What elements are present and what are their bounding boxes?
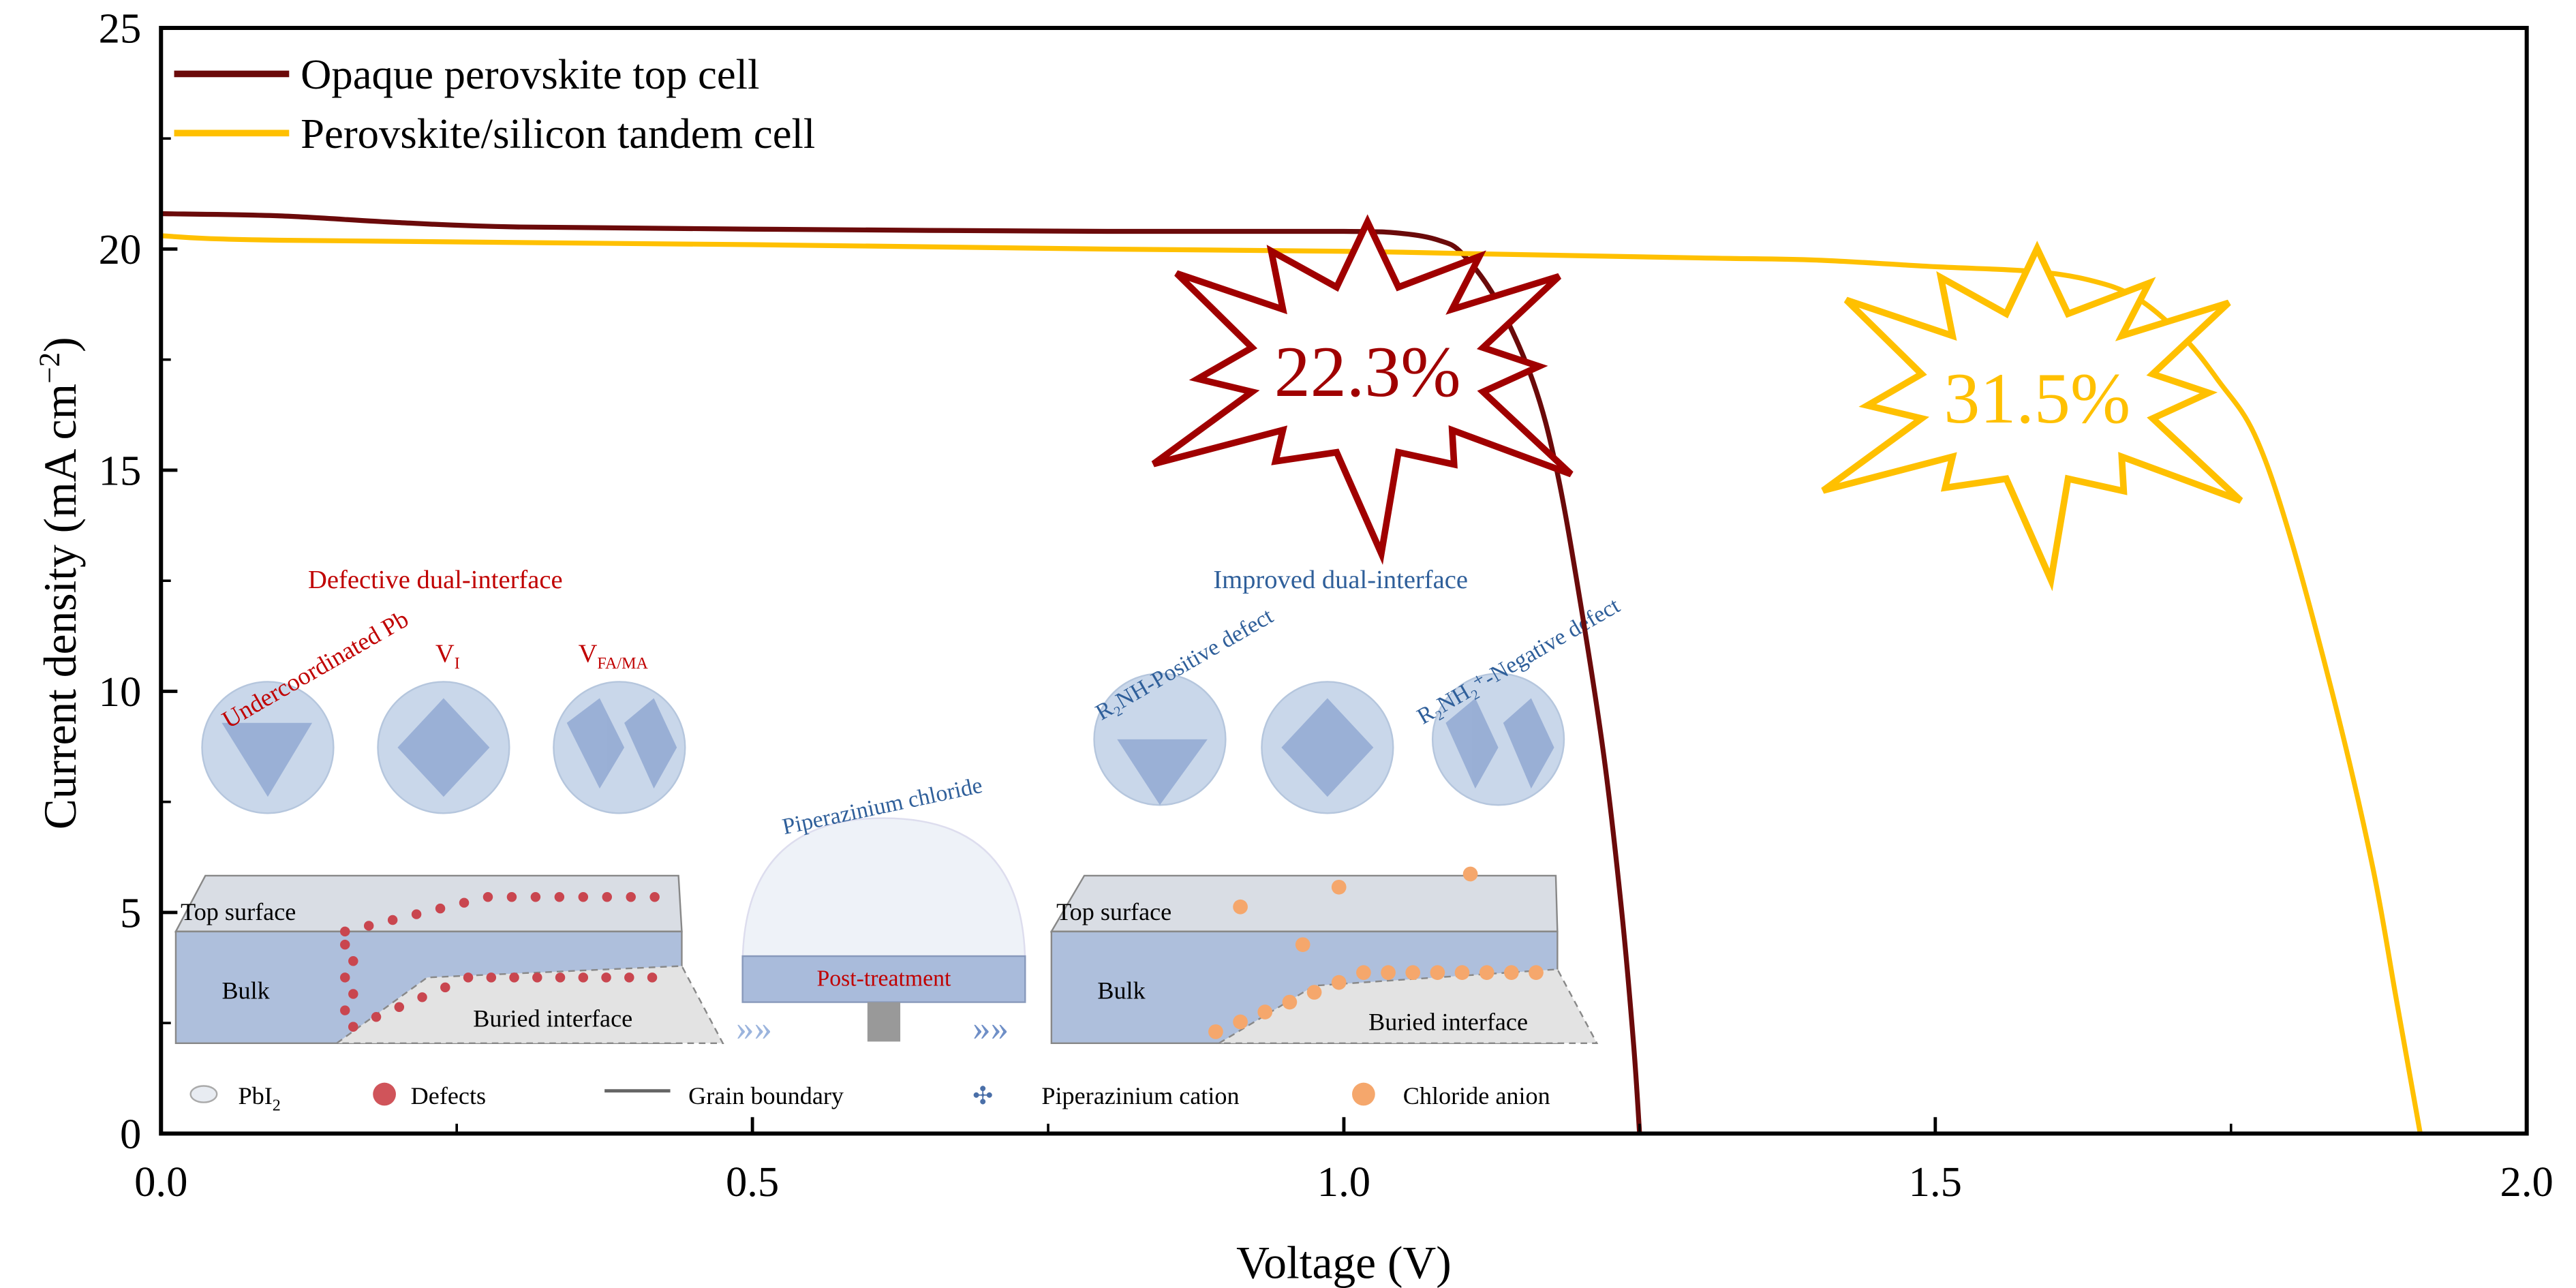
- chloride-dot: [1529, 965, 1544, 980]
- chloride-dot: [1504, 965, 1519, 980]
- chloride-dot: [1331, 879, 1347, 895]
- defect-dot: [340, 972, 350, 983]
- inset-illustration: Defective dual-interface Improved dual-i…: [174, 566, 1625, 1115]
- defect-dot: [348, 989, 358, 999]
- post-treatment-label: Post-treatment: [817, 966, 951, 991]
- y-tick-label: 5: [120, 889, 141, 937]
- defect-dot: [647, 972, 658, 983]
- x-tick-label: 1.0: [1317, 1158, 1370, 1206]
- efficiency-starburst-tandem: [1821, 241, 2243, 592]
- legend-grain: Grain boundary: [688, 1082, 844, 1109]
- buried-label-right: Buried interface: [1368, 1009, 1528, 1036]
- pbi2-icon: [189, 1085, 218, 1103]
- legend-label-tandem: Perovskite/silicon tandem cell: [301, 110, 815, 157]
- efficiency-starburst-top-cell: [1151, 214, 1574, 565]
- chloride-dot: [1306, 985, 1322, 1000]
- defect-dot: [509, 972, 519, 983]
- chloride-dot: [1282, 994, 1298, 1010]
- defect-dot: [348, 1022, 358, 1032]
- chloride-dot: [1356, 965, 1371, 980]
- chloride-dot: [1233, 1014, 1248, 1030]
- defect-dot: [340, 939, 350, 950]
- defect-dot: [463, 972, 474, 983]
- anion-icon: [1352, 1082, 1375, 1106]
- defect-dot: [387, 915, 398, 925]
- defect-dot: [371, 1012, 382, 1022]
- defect-dot: [394, 1002, 405, 1012]
- defect-dot: [340, 1005, 350, 1015]
- chloride-dot: [1208, 1024, 1223, 1039]
- defect-dot: [440, 982, 450, 993]
- cation-icon: ✣: [972, 1082, 993, 1109]
- vfama-label: VFA/MA: [579, 640, 649, 673]
- chloride-dot: [1405, 965, 1421, 980]
- x-tick-label: 0.0: [134, 1158, 187, 1206]
- legend-cation: Piperazinium cation: [1041, 1082, 1239, 1109]
- y-tick-label: 20: [99, 226, 142, 273]
- defect-dot: [348, 956, 358, 966]
- defect-dot: [486, 972, 497, 983]
- series-line-opaque-top-cell: [161, 211, 1642, 1134]
- defect-dot: [417, 992, 427, 1002]
- chloride-dot: [1462, 866, 1478, 882]
- defect-dot: [578, 972, 589, 983]
- defect-dot: [411, 909, 422, 919]
- defect-dot: [555, 972, 566, 983]
- buried-label-left: Buried interface: [473, 1005, 632, 1032]
- x-tick-label: 0.5: [726, 1158, 779, 1206]
- legend-label-top-cell: Opaque perovskite top cell: [301, 50, 759, 98]
- defect-dot: [578, 892, 589, 902]
- defect-dot: [363, 921, 374, 931]
- chloride-dot: [1257, 1005, 1273, 1019]
- defect-dot: [435, 903, 446, 914]
- efficiency-label-top-cell: 22.3%: [1274, 331, 1461, 412]
- defect-dot: [601, 972, 611, 983]
- defective-title: Defective dual-interface: [308, 566, 563, 594]
- defect-dot: [602, 892, 612, 902]
- chloride-dot: [1479, 965, 1494, 980]
- defect-dot: [340, 926, 350, 937]
- defect-dot: [506, 892, 517, 902]
- defect-dot: [649, 892, 660, 902]
- defect-icon: [373, 1082, 396, 1106]
- defect-dot: [626, 892, 636, 902]
- arrow-icon: »»: [736, 1009, 772, 1048]
- legend-anion: Chloride anion: [1403, 1082, 1550, 1109]
- y-tick-label: 25: [99, 5, 142, 52]
- improved-title: Improved dual-interface: [1213, 566, 1468, 594]
- x-axis-label: Voltage (V): [1236, 1238, 1452, 1288]
- series-line-tandem-cell: [161, 233, 2423, 1135]
- efficiency-label-tandem: 31.5%: [1944, 358, 2130, 438]
- chloride-dot: [1331, 975, 1347, 990]
- top-surface-label-right: Top surface: [1056, 898, 1171, 925]
- y-tick-label: 15: [99, 447, 142, 495]
- y-tick-label: 0: [120, 1110, 141, 1158]
- defect-dot: [624, 972, 634, 983]
- x-tick-label: 2.0: [2500, 1158, 2554, 1206]
- top-surface-label-left: Top surface: [181, 898, 296, 925]
- defect-dot: [554, 892, 565, 902]
- defect-dot: [482, 892, 493, 902]
- bulk-label-left: Bulk: [221, 977, 270, 1005]
- vi-label: VI: [435, 640, 460, 673]
- defect-dot: [459, 898, 470, 908]
- chloride-dot: [1233, 899, 1248, 915]
- legend-pbi2: PbI2: [239, 1082, 281, 1115]
- chloride-dot: [1295, 937, 1310, 953]
- arrow-icon: »»: [972, 1009, 1009, 1048]
- y-axis-label: Current density (mA cm−2): [33, 337, 86, 829]
- x-tick-label: 1.5: [1909, 1158, 1962, 1206]
- bulk-label-right: Bulk: [1097, 977, 1146, 1005]
- chloride-dot: [1454, 965, 1470, 980]
- defect-dot: [530, 892, 541, 902]
- chloride-dot: [1381, 965, 1396, 980]
- chloride-dot: [1430, 965, 1445, 980]
- legend-defects: Defects: [411, 1082, 486, 1109]
- y-tick-label: 10: [99, 668, 142, 716]
- defect-dot: [532, 972, 542, 983]
